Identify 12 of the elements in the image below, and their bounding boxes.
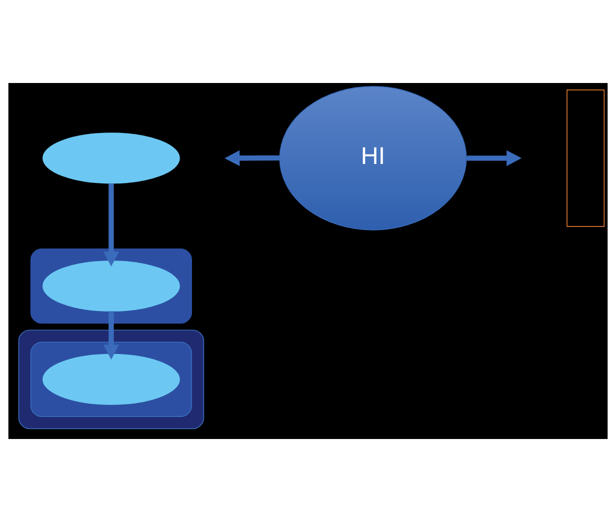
node-ellipse — [42, 353, 180, 404]
node-box — [566, 88, 605, 226]
arrow — [103, 182, 120, 266]
cluster — [30, 341, 192, 416]
arrow — [103, 310, 120, 360]
node-ellipse — [42, 132, 180, 184]
node-ellipse: HI — [279, 86, 467, 230]
arrow — [466, 150, 522, 166]
arrow — [224, 150, 280, 166]
cluster — [30, 248, 192, 324]
cluster — [18, 329, 204, 429]
node-ellipse — [42, 260, 180, 312]
